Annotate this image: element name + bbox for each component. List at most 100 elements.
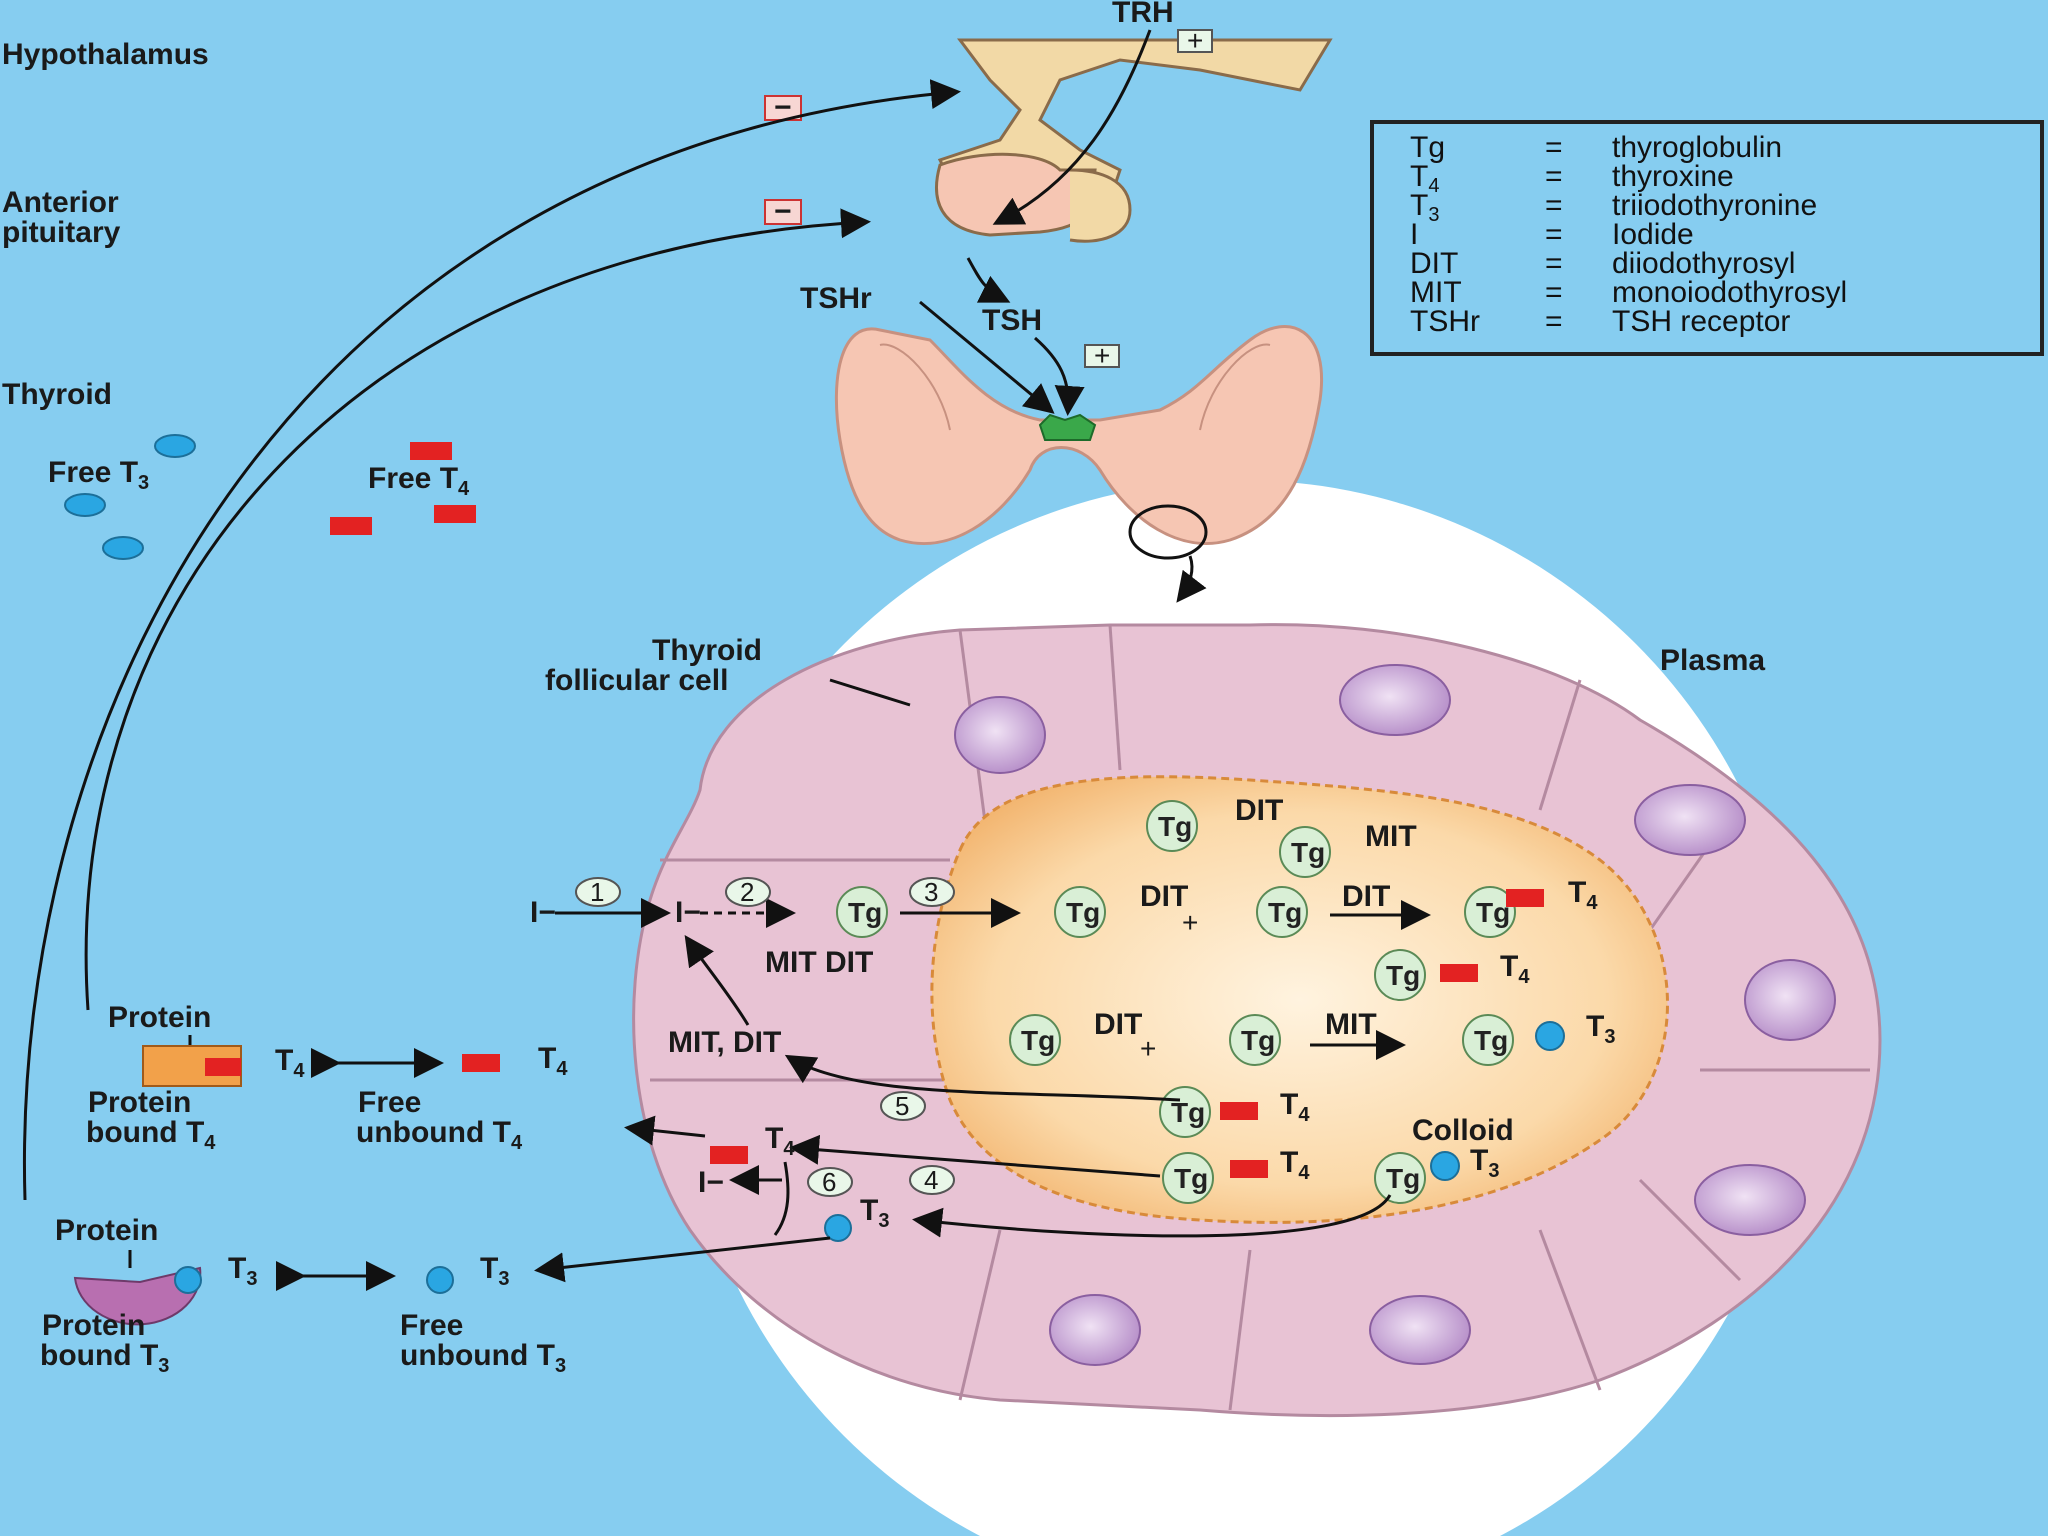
cell-nucleus — [1634, 784, 1746, 856]
tg-label: Tg — [1171, 1097, 1205, 1128]
legend-abbr-t3: T3 — [1410, 189, 1439, 226]
cell-nucleus — [1049, 1294, 1141, 1366]
t4-release-arrow — [789, 1134, 1161, 1178]
tg-molecule — [1054, 886, 1106, 938]
legend-eq-t3: = — [1545, 189, 1563, 222]
t3-molecule — [426, 1266, 454, 1294]
tg-label: Tg — [1158, 811, 1192, 842]
legend-abbr-mit: MIT — [1410, 276, 1462, 309]
step-1-number: 1 — [590, 877, 604, 907]
legend-box — [1370, 120, 2044, 356]
legend-abbr-tg: Tg — [1410, 131, 1445, 164]
tg-label: Tg — [1291, 837, 1325, 868]
protein-bound-t3-label-1: Protein — [42, 1309, 145, 1342]
tg-label: Tg — [1474, 1025, 1508, 1056]
mit-dit-recycle-arrow — [684, 935, 750, 1026]
anterior-pituitary-label-2: pituitary — [2, 216, 121, 249]
t4-label: T4 — [1500, 950, 1530, 988]
legend-meaning-t4: thyroxine — [1612, 160, 1734, 193]
hypothalamus-pituitary-illustration — [935, 38, 1333, 243]
legend-meaning-t3: triiodothyronine — [1612, 189, 1817, 222]
legend-meaning-tg: thyroglobulin — [1612, 131, 1782, 164]
free-t3-label: Free T3 — [48, 456, 149, 494]
feedback-arrow-to-hypothalamus — [22, 79, 961, 1201]
legend-abbr-dit: DIT — [1410, 247, 1458, 280]
t3-secretion-arrow — [534, 1236, 831, 1283]
t4-label: T4 — [538, 1042, 568, 1080]
step-5-number: 5 — [895, 1091, 909, 1121]
mit-label: MIT — [1365, 820, 1417, 853]
colloid-molecules: Tg DIT Tg MIT Tg DIT + Tg DIT Tg T4 Tg T… — [1009, 794, 1615, 1204]
follicular-cell-label-2: follicular cell — [545, 664, 728, 697]
t4-label: T4 — [1280, 1146, 1310, 1184]
tshr-pointer-arrow — [919, 300, 1055, 414]
t4-molecule — [462, 1054, 500, 1072]
legend-abbr-i: I — [1410, 218, 1418, 251]
t3-release-arrow — [912, 1194, 1392, 1238]
tsh-to-receptor-arrow — [1034, 336, 1085, 416]
legend-rows: Tg = thyroglobulin T4 = thyroxine T3 = t… — [1410, 131, 1847, 338]
tg-molecule — [1009, 1014, 1061, 1066]
minus-box-pituitary — [764, 199, 802, 225]
step-5-badge — [880, 1091, 926, 1121]
feedback-arrow-to-pituitary — [84, 208, 871, 1011]
t3-molecule — [174, 1266, 202, 1294]
magnification-circle — [1128, 504, 1208, 560]
step-2-number: 2 — [740, 877, 754, 907]
t4-molecule — [1220, 1102, 1258, 1120]
t3-label: T3 — [1586, 1010, 1615, 1048]
free-unbound-t4-label-1: Free — [358, 1086, 421, 1119]
plasma-label: Plasma — [1660, 644, 1765, 677]
tsh-label: TSH — [982, 304, 1042, 337]
step-4-badge — [909, 1165, 955, 1195]
step-2-badge — [725, 877, 771, 907]
dit-label: DIT — [1094, 1008, 1142, 1041]
tg-molecule — [1464, 886, 1516, 938]
tg-label: Tg — [1386, 1163, 1420, 1194]
legend-eq-t4: = — [1545, 160, 1563, 193]
tg-label: Tg — [1174, 1163, 1208, 1194]
minus-sign-hypothalamus: − — [774, 91, 792, 124]
minus-sign-pituitary: − — [774, 195, 792, 228]
deiodination-arrow — [784, 1054, 1181, 1102]
t3-molecule — [1535, 1021, 1565, 1051]
hypothalamus-label: Hypothalamus — [2, 38, 209, 71]
thyroid-label: Thyroid — [2, 378, 112, 411]
tg-molecule — [836, 886, 888, 938]
protein-bound-t4-label-1: Protein — [88, 1086, 191, 1119]
iodide-label: I− — [675, 896, 701, 929]
tg-molecule — [1229, 1014, 1281, 1066]
mit-label: MIT — [1325, 1008, 1377, 1041]
free-unbound-t3-label-2: unbound T3 — [400, 1339, 566, 1377]
legend-eq-dit: = — [1545, 247, 1563, 280]
free-hormone-pool: Free T3 Free T4 — [48, 434, 476, 560]
t3-label: T3 — [480, 1252, 509, 1290]
protein-label-t3: Protein — [55, 1214, 158, 1247]
t4-label: T4 — [1568, 876, 1598, 914]
trh-arrow — [992, 29, 1152, 225]
step-6-number: 6 — [822, 1167, 836, 1197]
plus-sign: + — [1182, 907, 1198, 938]
free-t4-molecule — [410, 442, 452, 460]
legend-eq-tshr: = — [1545, 305, 1563, 338]
free-unbound-t3-label-1: Free — [400, 1309, 463, 1342]
trh-plus-sign: + — [1187, 25, 1203, 56]
tg-label: Tg — [1268, 897, 1302, 928]
tshr-label: TSHr — [800, 282, 872, 315]
legend-meaning-i: Iodide — [1612, 218, 1694, 251]
legend-meaning-dit: diiodothyrosyl — [1612, 247, 1795, 280]
legend-eq-mit: = — [1545, 276, 1563, 309]
tsh-plus-sign: + — [1094, 340, 1110, 371]
t4-molecule — [205, 1058, 241, 1076]
follicular-cell-pointer — [829, 678, 911, 707]
tg-label: Tg — [1386, 960, 1420, 991]
free-t4-label: Free T4 — [368, 462, 470, 500]
t3-label: T3 — [228, 1252, 257, 1290]
protein-label-t4: Protein — [108, 1001, 211, 1034]
t4-molecule — [1506, 889, 1544, 907]
tg-label: Tg — [1021, 1025, 1055, 1056]
tsh-plus-box — [1084, 344, 1120, 368]
plus-sign: + — [1140, 1033, 1156, 1064]
step-3-number: 3 — [924, 877, 938, 907]
